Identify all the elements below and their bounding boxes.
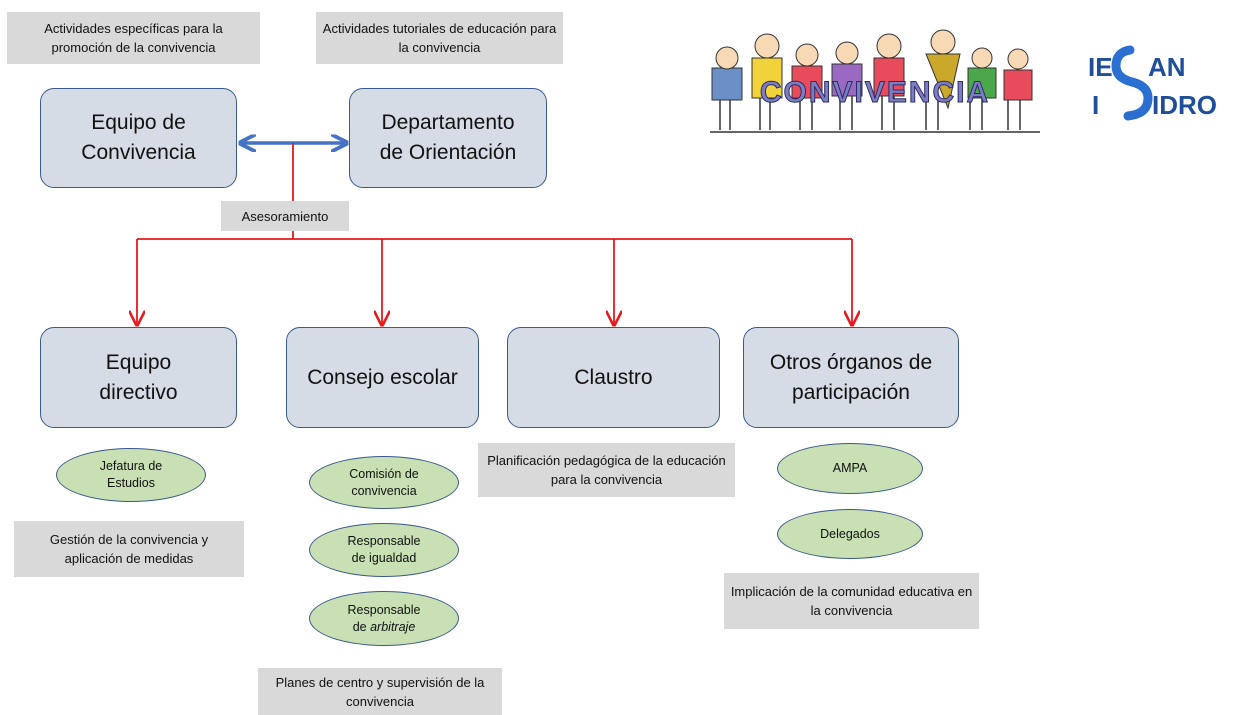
note-tutoriales-text: Actividades tutoriales de educación para… (322, 21, 557, 55)
note-planes: Planes de centro y supervisión de la con… (258, 668, 502, 715)
box-departamento-orientacion: Departamento de Orientación (349, 88, 547, 188)
box-otros-organos: Otros órganos de participación (743, 327, 959, 428)
box-claustro: Claustro (507, 327, 720, 428)
oval-ampa: AMPA (777, 443, 923, 494)
oval-arbitraje-italic: arbitraje (370, 619, 416, 634)
note-promocion: Actividades específicas para la promoció… (7, 12, 260, 64)
oval-arbitraje-line2: de arbitraje (353, 619, 416, 636)
note-promocion-text: Actividades específicas para la promoció… (44, 21, 223, 55)
note-implicacion: Implicación de la comunidad educativa en… (724, 573, 979, 629)
box-equipo-directivo: Equipo directivo (40, 327, 237, 428)
ies-san-isidro-logo: IE AN I IDRO (1088, 45, 1217, 121)
oval-arbitraje-prefix: de (352, 619, 371, 634)
oval-igualdad: Responsable de igualdad (309, 523, 459, 577)
box-equipo-convivencia: Equipo de Convivencia (40, 88, 237, 188)
note-asesoramiento: Asesoramiento (221, 201, 349, 231)
note-planificacion-text: Planificación pedagógica de la educación… (487, 453, 726, 487)
note-planes-text: Planes de centro y supervisión de la con… (275, 674, 485, 709)
ies-logo-line1-b: AN (1148, 52, 1186, 82)
oval-delegados: Delegados (777, 509, 923, 559)
note-asesoramiento-text: Asesoramiento (241, 208, 329, 224)
ies-logo-line1-a: IE (1088, 52, 1113, 82)
oval-arbitraje: Responsable de arbitraje (309, 591, 459, 646)
note-gestion-text: Gestión de la convivencia y aplicación d… (49, 532, 209, 566)
oval-arbitraje-line1: Responsable (347, 602, 421, 617)
note-implicacion-text: Implicación de la comunidad educativa en… (730, 584, 973, 618)
note-planificacion: Planificación pedagógica de la educación… (478, 443, 735, 497)
convivencia-logo-text: CONVIVENCIA (760, 76, 990, 109)
oval-comision: Comisión de convivencia (309, 456, 459, 509)
convivencia-logo: CONVIVENCIA (710, 29, 1040, 133)
ies-logo-line2-b: IDRO (1152, 90, 1217, 120)
note-tutoriales: Actividades tutoriales de educación para… (316, 12, 563, 64)
ies-logo-line2-a: I (1092, 90, 1099, 120)
note-gestion: Gestión de la convivencia y aplicación d… (14, 521, 244, 577)
box-consejo-escolar: Consejo escolar (286, 327, 479, 428)
oval-jefatura: Jefatura de Estudios (56, 448, 206, 502)
